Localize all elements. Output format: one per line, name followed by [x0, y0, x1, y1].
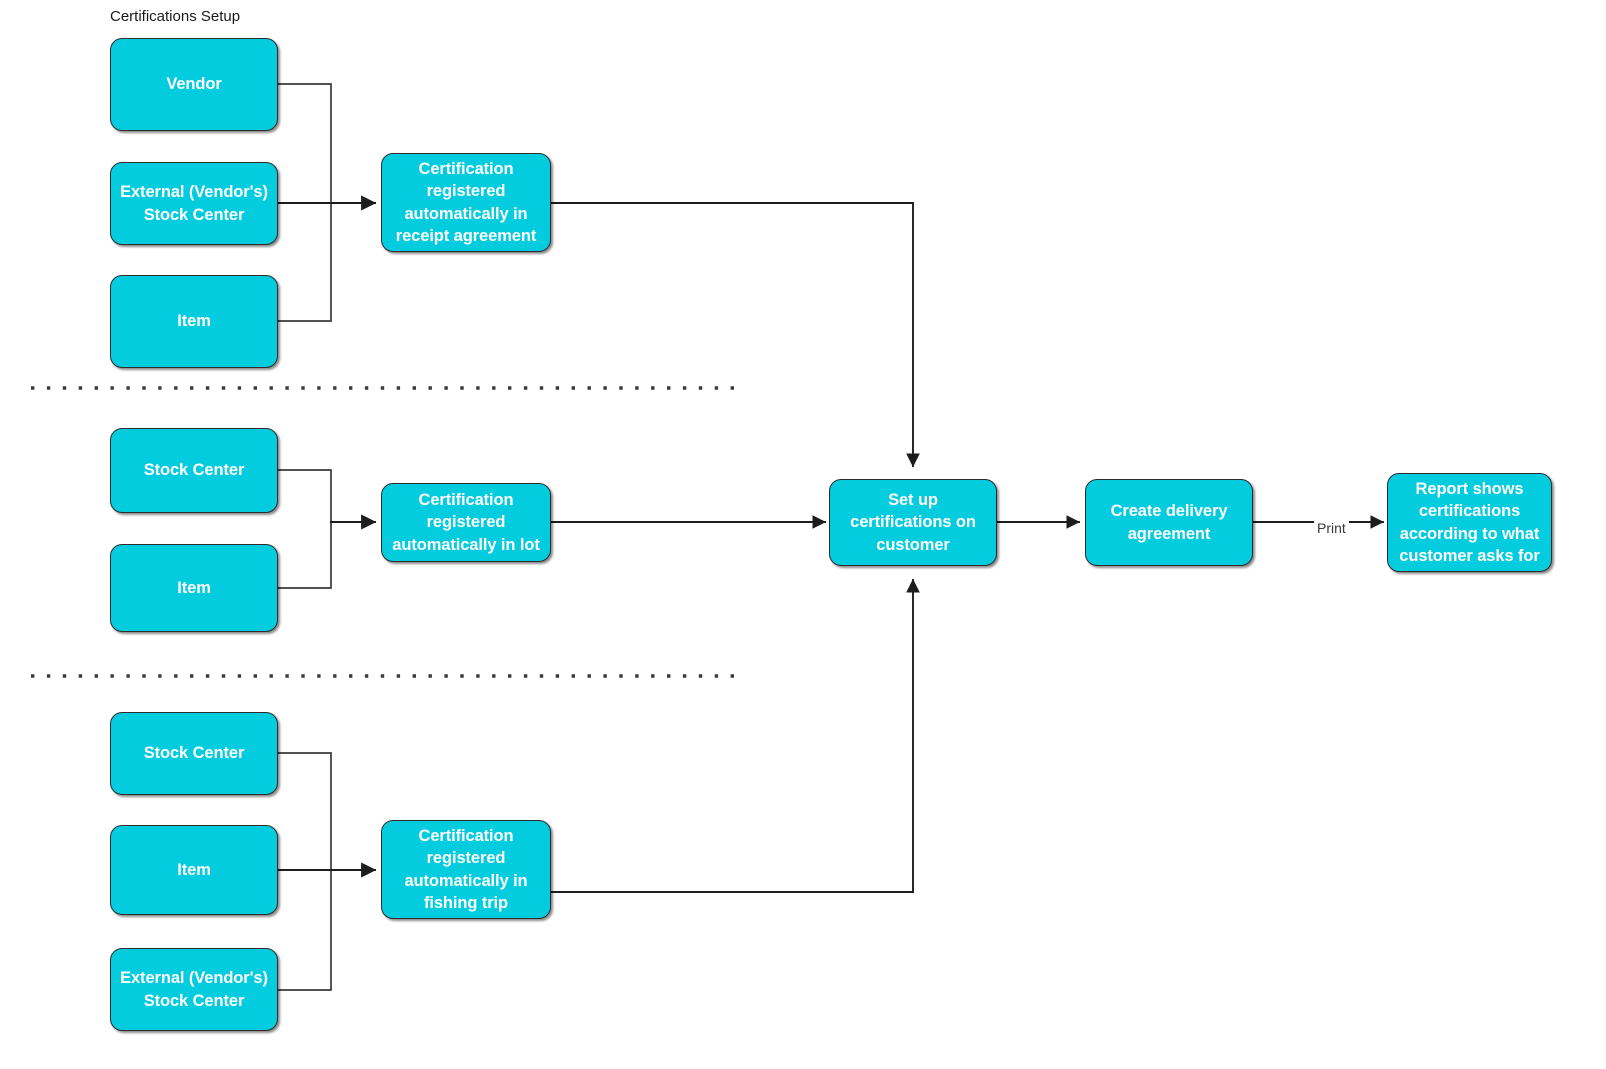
node-external-vendor-stock-center-top[interactable]: External (Vendor's) Stock Center [110, 162, 278, 245]
node-item-bottom[interactable]: Item [110, 825, 278, 915]
node-certification-fishing-trip[interactable]: Certification registered automatically i… [381, 820, 551, 919]
node-report-shows-certifications[interactable]: Report shows certifications according to… [1387, 473, 1552, 572]
node-vendor-label: Vendor [166, 75, 222, 94]
node-certification-receipt-agreement[interactable]: Certification registered automatically i… [381, 153, 551, 252]
node-stock-center-mid-label: Stock Center [143, 461, 245, 480]
edge-item-mid-to-lot [277, 521, 332, 589]
node-item-mid-label: Item [177, 578, 211, 597]
node-setup-certifications-on-customer-label: Set up certifications on customer [850, 491, 976, 554]
edge-sc-bot-to-fishing [277, 752, 332, 871]
node-external-vendor-stock-center-bottom[interactable]: External (Vendor's) Stock Center [110, 948, 278, 1031]
node-create-delivery-agreement[interactable]: Create delivery agreement [1085, 479, 1253, 566]
node-certification-fishing-trip-label: Certification registered automatically i… [404, 826, 528, 912]
node-external-vendor-stock-center-bottom-label: External (Vendor's) Stock Center [120, 969, 268, 1010]
edge-item-top-to-receipt [277, 202, 332, 322]
edge-label-print: Print [1314, 520, 1349, 536]
node-certification-lot[interactable]: Certification registered automatically i… [381, 483, 551, 562]
node-certification-lot-label: Certification registered automatically i… [392, 491, 540, 554]
edge-receipt-to-setup [550, 202, 920, 468]
node-certification-receipt-agreement-label: Certification registered automatically i… [395, 159, 537, 245]
node-item-top-label: Item [177, 312, 211, 331]
edge-fishing-to-setup [550, 578, 920, 893]
edge-vendor-to-receipt [277, 83, 332, 204]
node-stock-center-mid[interactable]: Stock Center [110, 428, 278, 513]
node-setup-certifications-on-customer[interactable]: Set up certifications on customer [829, 479, 997, 566]
edge-sc-mid-to-lot [277, 469, 332, 523]
node-item-bottom-label: Item [177, 860, 211, 879]
node-report-shows-certifications-label: Report shows certifications according to… [1399, 479, 1540, 565]
node-stock-center-bottom[interactable]: Stock Center [110, 712, 278, 795]
page-title: Certifications Setup [110, 8, 241, 25]
node-item-mid[interactable]: Item [110, 544, 278, 632]
node-external-vendor-stock-center-top-label: External (Vendor's) Stock Center [120, 183, 268, 224]
node-create-delivery-agreement-label: Create delivery agreement [1110, 502, 1228, 543]
node-vendor[interactable]: Vendor [110, 38, 278, 131]
edge-ext-sc-bot-to-fishing [277, 869, 332, 991]
node-item-top[interactable]: Item [110, 275, 278, 368]
node-stock-center-bottom-label: Stock Center [143, 744, 245, 763]
